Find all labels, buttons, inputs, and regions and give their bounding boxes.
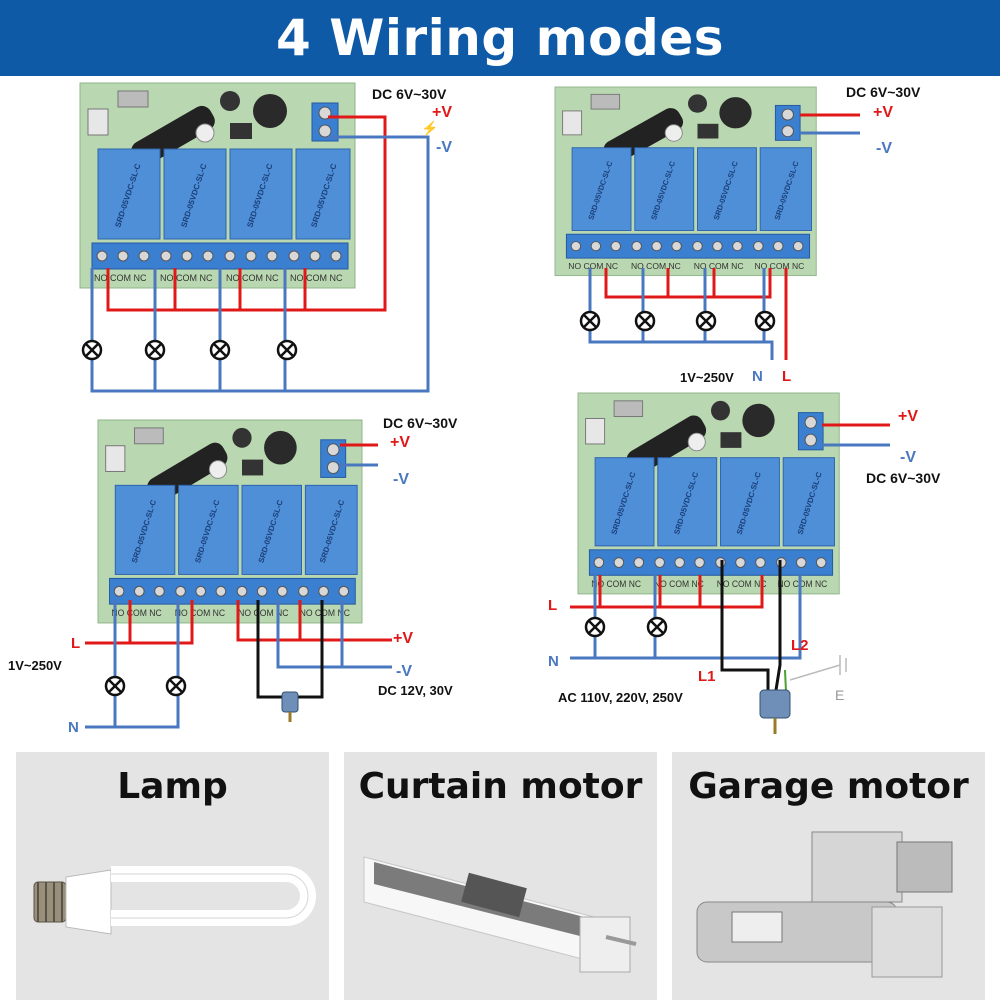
dc-6-30-label-4: DC 6V~30V bbox=[866, 470, 941, 486]
card-title-curtain-motor: Curtain motor bbox=[358, 766, 643, 807]
plus-v-label-1: +V bbox=[432, 104, 452, 121]
minus-v-label-3: -V bbox=[393, 471, 409, 488]
n-label-3: N bbox=[68, 719, 79, 736]
dc-6-30-label-1: DC 6V~30V bbox=[372, 86, 447, 102]
relay-board-3 bbox=[97, 419, 363, 624]
l2-label: L2 bbox=[791, 637, 809, 654]
plus-v-label-2: +V bbox=[873, 104, 893, 121]
page-title: 4 Wiring modes bbox=[276, 9, 724, 67]
dc-6-30-label-2: DC 6V~30V bbox=[846, 84, 921, 100]
card-title-lamp: Lamp bbox=[117, 766, 228, 807]
wiring-mode-3: DC 6V~30V +V -V L 1V~250V N +V -V DC 12V… bbox=[8, 415, 458, 736]
title-banner-content: 4 Wiring modes bbox=[0, 0, 1000, 76]
lamp-icon bbox=[33, 866, 316, 935]
dc-12-30-label: DC 12V, 30V bbox=[378, 683, 453, 698]
plus-v-label-3: +V bbox=[390, 434, 410, 451]
garage-motor-icon bbox=[696, 831, 953, 978]
card-lamp: Lamp bbox=[16, 752, 329, 1000]
wiring-mode-2: DC 6V~30V +V -V 1V~250V N L bbox=[554, 84, 921, 385]
wiring-mode-4: +V -V DC 6V~30V L N L1 L2 E AC 110V, 220… bbox=[548, 392, 941, 734]
motor-icon bbox=[281, 691, 299, 722]
n-label-4: N bbox=[548, 653, 559, 670]
relay-board-1 bbox=[79, 82, 356, 289]
minus-v-label-2: -V bbox=[876, 140, 892, 157]
n-label-2: N bbox=[752, 368, 763, 385]
title-banner bbox=[0, 0, 1000, 76]
l1-label: L1 bbox=[698, 668, 716, 685]
card-title-garage-motor: Garage motor bbox=[688, 766, 969, 807]
ac-110-label: AC 110V, 220V, 250V bbox=[558, 690, 683, 705]
plus-v-label-4: +V bbox=[898, 408, 918, 425]
l-label-2: L bbox=[782, 368, 791, 385]
plus-v-label-3b: +V bbox=[393, 630, 413, 647]
wiring-diagrams: SRD-05VDC-SL-C SRD-05VDC-SL-C SRD-05VDC-… bbox=[8, 82, 941, 736]
motor-icon-2 bbox=[759, 689, 791, 734]
relay-board-2 bbox=[554, 86, 817, 277]
card-garage-motor: Garage motor bbox=[672, 752, 985, 1000]
l-label-4: L bbox=[548, 597, 557, 614]
minus-v-label-4: -V bbox=[900, 449, 916, 466]
ac-1-250-label-2: 1V~250V bbox=[680, 370, 734, 385]
minus-v-label-3b: -V bbox=[396, 663, 412, 680]
e-label: E bbox=[835, 687, 844, 703]
relay-board-4 bbox=[577, 392, 840, 595]
wiring-mode-1: DC 6V~30V +V -V ⚡ bbox=[79, 82, 452, 393]
curtain-motor-icon bbox=[363, 856, 637, 973]
spark-icon: ⚡ bbox=[421, 120, 438, 137]
ac-1-250-label-3: 1V~250V bbox=[8, 658, 62, 673]
l-label-3: L bbox=[71, 635, 80, 652]
minus-v-label-1: -V bbox=[436, 139, 452, 156]
dc-6-30-label-3: DC 6V~30V bbox=[383, 415, 458, 431]
card-curtain-motor: Curtain motor bbox=[344, 752, 657, 1000]
